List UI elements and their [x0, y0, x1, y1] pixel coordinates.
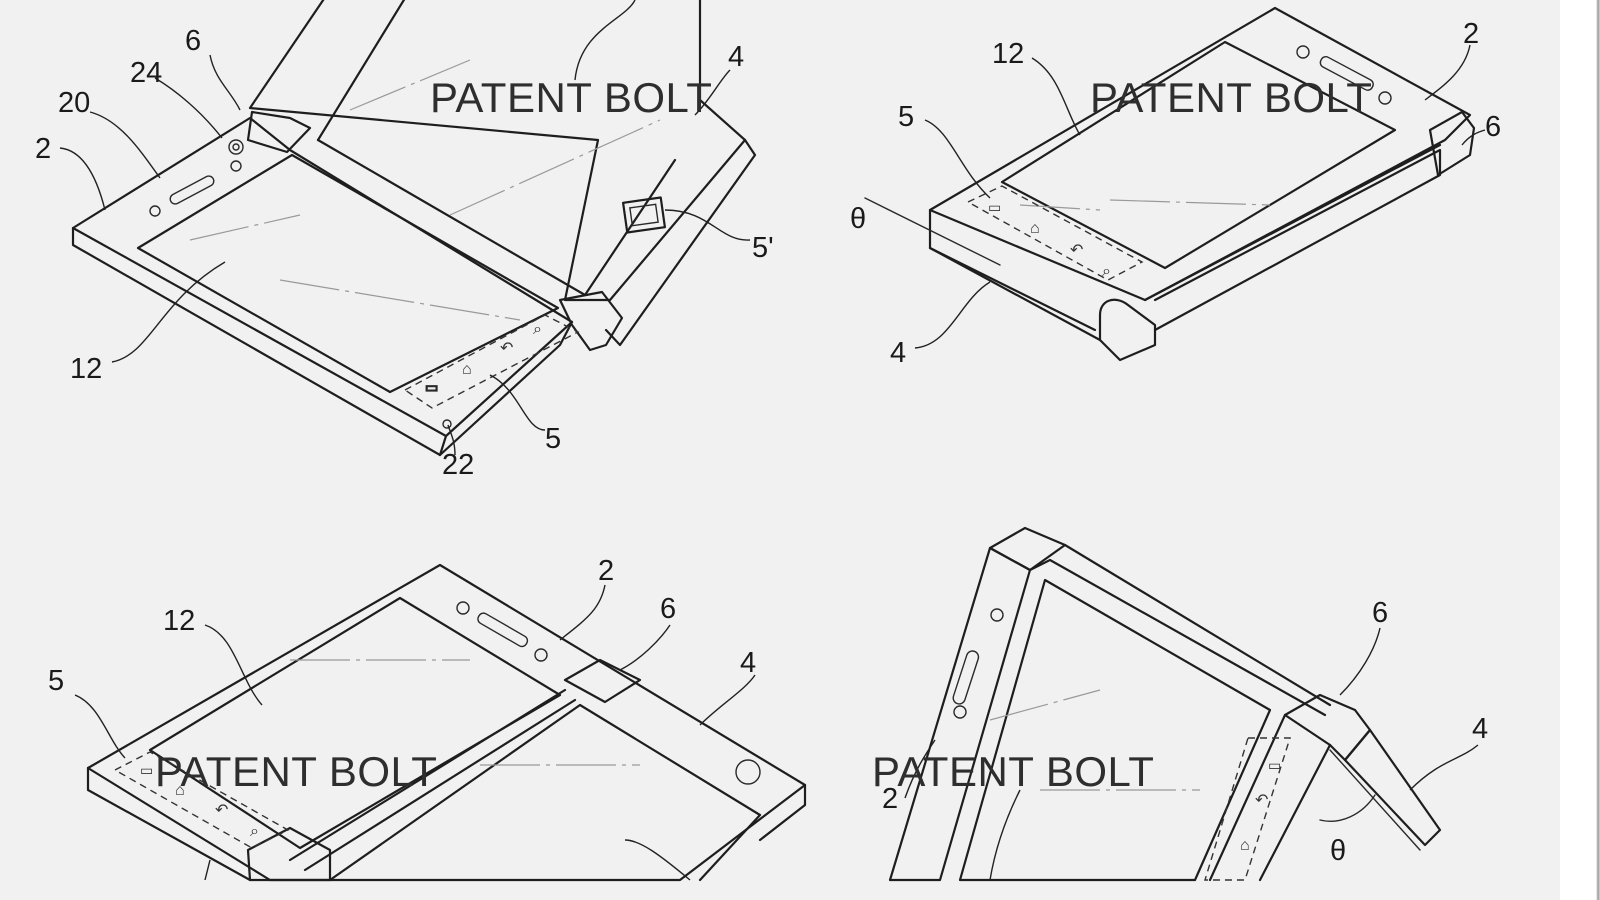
- svg-text:▭: ▭: [140, 762, 153, 778]
- label-12: 12: [163, 605, 195, 637]
- watermark: PATENT BOLT: [872, 748, 1154, 795]
- button-area: [403, 314, 580, 409]
- label-6: 6: [1485, 111, 1501, 143]
- screen-top: [1000, 40, 1397, 270]
- label-theta: θ: [1330, 835, 1346, 867]
- hinge-flat: [563, 658, 642, 704]
- hinge-top: [246, 110, 312, 154]
- svg-text:▭: ▭: [1268, 757, 1281, 773]
- svg-text:↶: ↶: [1255, 792, 1268, 809]
- label-2: 2: [598, 555, 614, 587]
- svg-text:⌕: ⌕: [250, 823, 259, 840]
- label-24: 24: [130, 57, 162, 89]
- figure-top-left: ▭ ⌂ ↶ ⌕ 6 24 20 2 4 5' 12 5 22 PATENT BO…: [35, 0, 774, 481]
- svg-text:⌂: ⌂: [1030, 220, 1040, 237]
- watermark: PATENT BOLT: [155, 748, 437, 795]
- label-12: 12: [992, 38, 1024, 70]
- front-camera: [228, 139, 244, 155]
- device-panel-tilted: [248, 0, 747, 302]
- sensor-square: [621, 196, 667, 234]
- svg-text:↶: ↶: [215, 802, 228, 819]
- label-6: 6: [185, 25, 201, 57]
- stand-leg: [1343, 728, 1442, 847]
- round-button: [735, 759, 761, 785]
- label-2: 2: [1463, 18, 1479, 50]
- screen-base: [136, 153, 560, 394]
- window-edge: [1560, 0, 1600, 900]
- button-area-flat: [113, 751, 290, 849]
- earpiece: [169, 175, 215, 205]
- button-area-top-right: [966, 185, 1144, 281]
- label-20: 20: [58, 87, 90, 119]
- screen-lower: [328, 703, 762, 882]
- svg-text:↶: ↶: [1070, 242, 1083, 259]
- svg-text:⌕: ⌕: [533, 321, 542, 338]
- label-2: 2: [882, 783, 898, 815]
- figure-bottom-left: ▭ ⌂ ↶ ⌕ 12 2 6 5 4 PATENT BOLT: [48, 555, 807, 882]
- watermark: PATENT BOLT: [1090, 74, 1372, 121]
- label-4: 4: [728, 41, 744, 73]
- figure-bottom-right: ▭ ↶ ⌂ 6 4 2 θ PATENT BOLT: [872, 526, 1488, 882]
- label-2: 2: [35, 133, 51, 165]
- label-12: 12: [70, 353, 102, 385]
- button-area-stand: [1204, 737, 1291, 881]
- label-theta: θ: [850, 203, 866, 235]
- svg-text:↶: ↶: [500, 340, 513, 357]
- svg-text:▭: ▭: [988, 199, 1001, 215]
- label-6: 6: [1372, 597, 1388, 629]
- hinge-bottom: [558, 290, 624, 352]
- label-22: 22: [442, 449, 474, 481]
- label-5: 5: [898, 101, 914, 133]
- device-top-panel: [928, 6, 1472, 302]
- label-4: 4: [740, 647, 756, 679]
- label-5-prime: 5': [752, 232, 774, 264]
- label-5: 5: [48, 665, 64, 697]
- hinge-right: [1428, 110, 1476, 177]
- svg-text:▭: ▭: [425, 379, 438, 395]
- label-4: 4: [1472, 713, 1488, 745]
- label-6: 6: [660, 593, 676, 625]
- label-4: 4: [890, 337, 906, 369]
- screen-upper: [148, 596, 562, 850]
- hinge-bar-top: [988, 526, 1067, 572]
- label-5: 5: [545, 423, 561, 455]
- watermark: PATENT BOLT: [430, 74, 712, 121]
- svg-text:⌂: ⌂: [1240, 837, 1250, 854]
- figure-top-right: ▭ ⌂ ↶ ⌕ 12 2 5 6 θ 4 PATENT BOLT: [850, 6, 1501, 369]
- svg-text:⌂: ⌂: [175, 782, 185, 799]
- svg-text:⌕: ⌕: [1102, 263, 1111, 280]
- stand-panel-left: [888, 546, 1032, 882]
- screen-stand: [958, 578, 1272, 882]
- svg-text:⌂: ⌂: [462, 361, 472, 378]
